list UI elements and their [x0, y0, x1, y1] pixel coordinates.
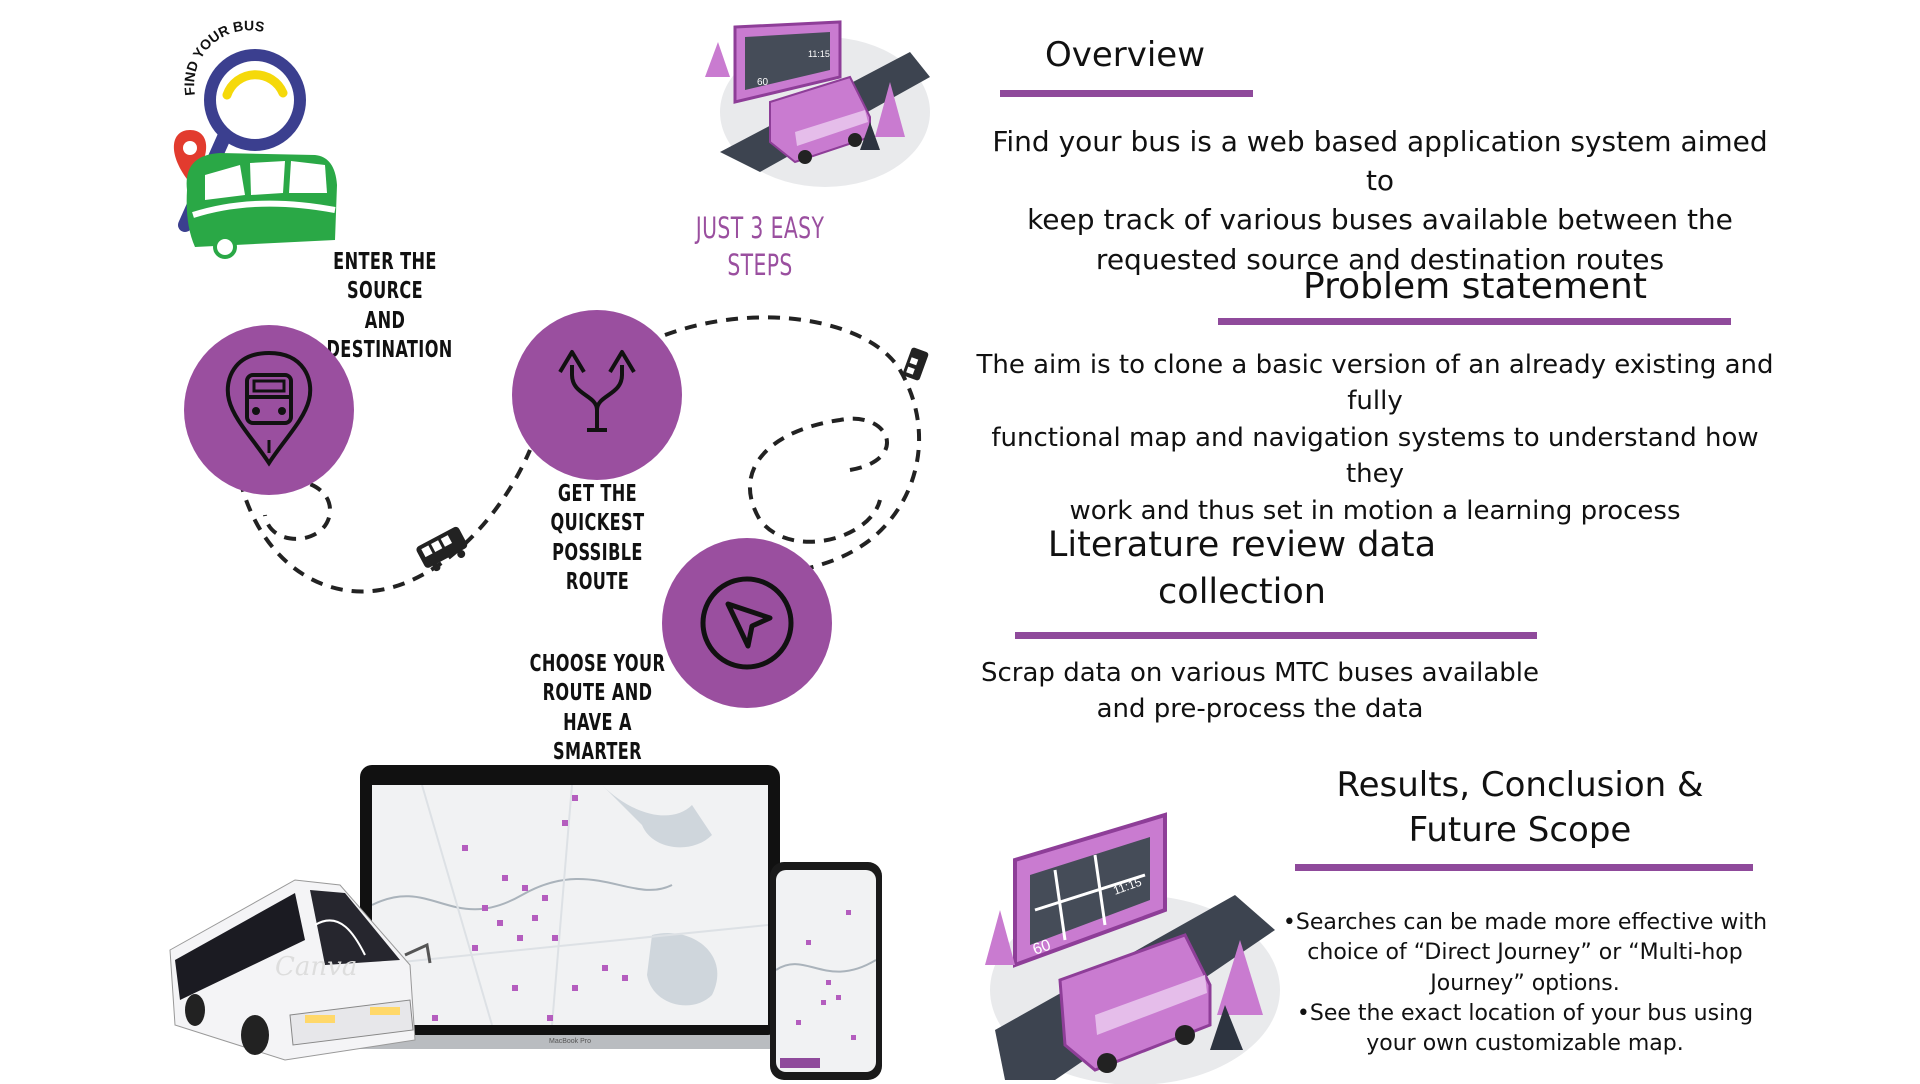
results-title: Results, Conclusion & Future Scope	[1336, 765, 1704, 850]
overview-title: Overview	[1044, 35, 1206, 75]
navigation-van-illustration-top: 60 11:15	[700, 20, 930, 187]
split-route-arrows-icon	[558, 350, 636, 432]
literature-text: Scrap data on various MTC buses availabl…	[981, 658, 1539, 725]
step2-circle	[512, 310, 682, 480]
navigation-van-illustration-bottom: 60 11:15	[985, 812, 1280, 1084]
phone-map-view	[776, 870, 876, 1072]
problem-title: Problem statement	[1303, 266, 1647, 307]
svg-text:11:15: 11:15	[808, 49, 830, 59]
steps-heading: JUST 3 EASY STEPS	[695, 211, 825, 283]
literature-underline	[1015, 632, 1537, 639]
svg-text:60: 60	[757, 77, 769, 88]
results-text: •Searches can be made more effective wit…	[1282, 910, 1768, 1057]
svg-text:Canva: Canva	[275, 952, 357, 982]
svg-text:60: 60	[1031, 937, 1054, 959]
problem-underline	[1218, 318, 1731, 325]
phone-mockup	[770, 862, 882, 1080]
overview-text: Find your bus is a web based application…	[992, 125, 1768, 276]
problem-text: The aim is to clone a basic version of a…	[976, 350, 1774, 526]
navigation-arrow-icon	[700, 576, 794, 670]
small-bus-icon	[416, 526, 468, 572]
dashed-route-path	[238, 315, 929, 594]
step3-circle	[662, 538, 832, 708]
find-your-bus-logo: FIND YOUR BUS	[165, 17, 345, 265]
step1-label: ENTER THE SOURCE AND DESTINATION	[326, 249, 453, 364]
laptop-mockup: MacBook Pro	[345, 765, 795, 1070]
map-view	[372, 785, 768, 1025]
step2-label: GET THE QUICKEST POSSIBLE ROUTE	[550, 481, 645, 596]
overview-underline	[1000, 90, 1253, 97]
results-underline	[1295, 864, 1753, 871]
bus-stop-pin-icon	[225, 350, 313, 467]
step1-circle	[184, 325, 354, 495]
laptop-screen	[360, 765, 780, 1035]
coach-bus-image: Canva	[165, 865, 455, 1065]
laptop-base: MacBook Pro	[345, 1035, 795, 1049]
literature-title: Literature review data collection	[1047, 525, 1437, 613]
small-bus-icon-right	[902, 347, 929, 381]
